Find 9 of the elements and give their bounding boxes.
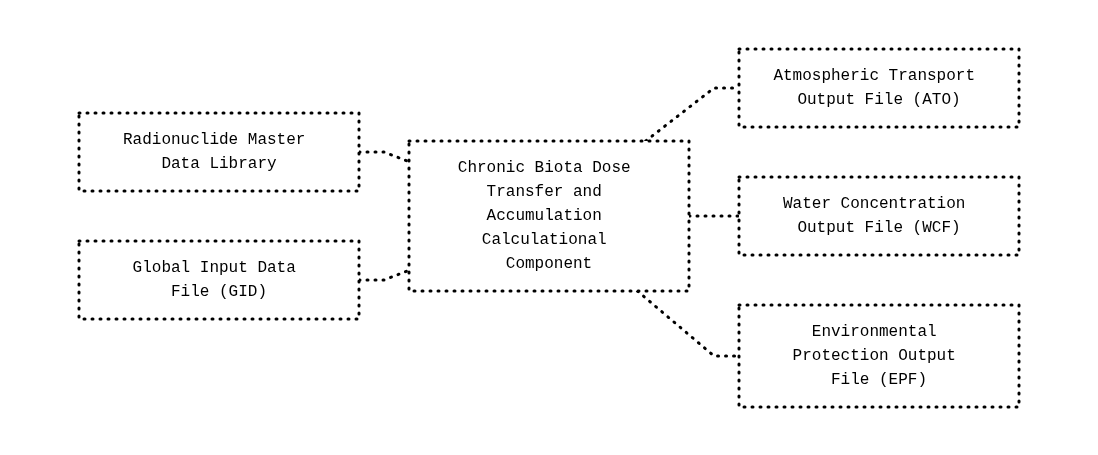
node-box: Chronic Biota Dose Transfer and Accumulation Calculational Component xyxy=(407,139,691,292)
node-box: Global Input Data File (GID) xyxy=(77,239,361,320)
node-box: Water Concentration Output File (WCF) xyxy=(737,175,1021,256)
connector xyxy=(687,214,741,217)
node-box: Atmospheric Transport Output File (ATO) xyxy=(737,47,1021,128)
connector xyxy=(357,268,411,281)
connector xyxy=(357,150,411,163)
node-box: Radionuclide Master Data Library xyxy=(77,111,361,192)
node-box: Environmental Protection Output File (EPF) xyxy=(737,303,1021,408)
